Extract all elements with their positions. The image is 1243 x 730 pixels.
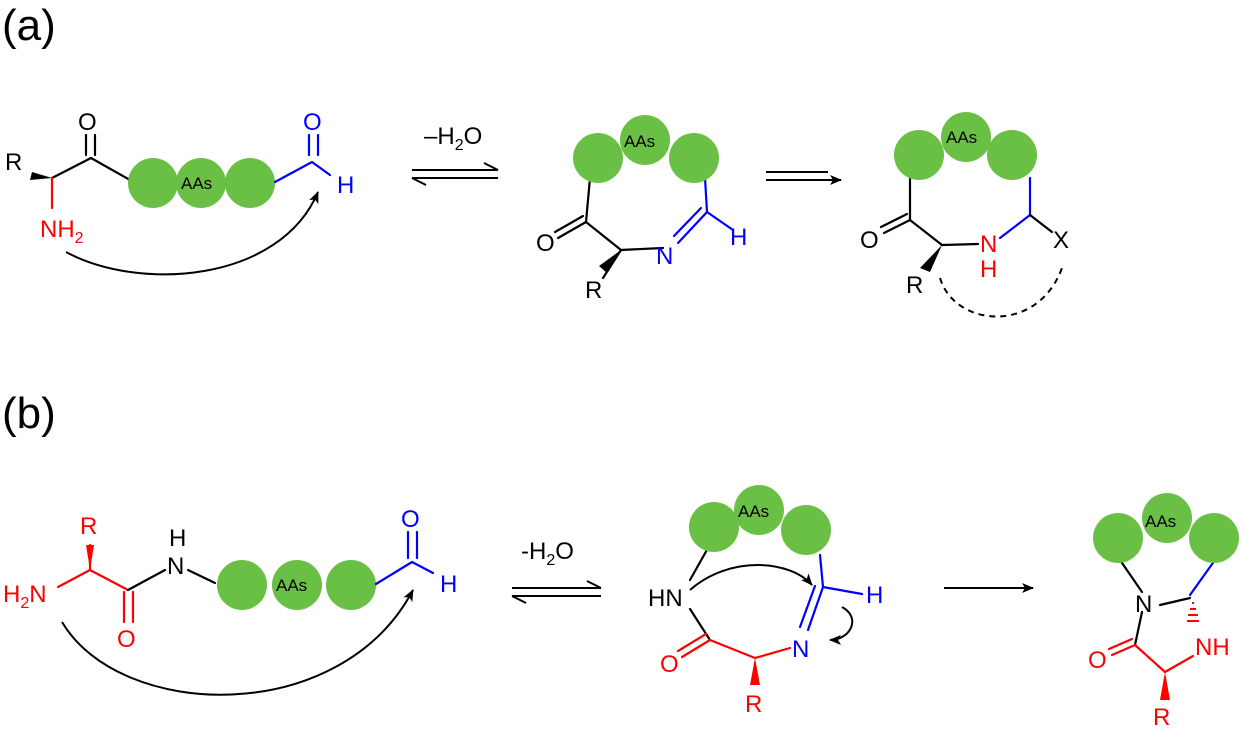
aas-label: AAs xyxy=(181,174,212,193)
aldehyde-hydrogen-label: H xyxy=(337,172,354,199)
panel-a-multistep-arrow xyxy=(766,171,842,185)
panel-a-start-molecule: R O NH2 AAs O H xyxy=(5,109,354,276)
panel-b-equilibrium-arrow: -H2O xyxy=(511,538,602,604)
imine-hydrogen-label: H xyxy=(730,224,747,251)
amine-hydrogen-label: H xyxy=(980,256,997,283)
residue-bead xyxy=(1189,513,1239,563)
imine-nitrogen-label: N xyxy=(792,636,809,663)
r-group-label: R xyxy=(906,272,923,299)
panel-b: (b) R H2N H N O AAs O H xyxy=(2,389,1239,730)
residue-bead xyxy=(573,133,623,183)
imine-hydrogen-label: H xyxy=(866,582,883,609)
residue-bead xyxy=(326,560,376,610)
residue-bead xyxy=(734,485,784,535)
aldehyde-oxygen-label: O xyxy=(401,506,420,533)
panel-a-cyclic-imine: AAs O N H R xyxy=(536,115,747,304)
amide-nitrogen-label: N xyxy=(167,553,184,580)
carbonyl-oxygen-label: O xyxy=(860,227,879,254)
aldehyde-hydrogen-label: H xyxy=(440,571,457,598)
ring-nitrogen-label: N xyxy=(1135,591,1152,618)
imine-nitrogen-label: N xyxy=(656,243,673,270)
aldehyde-oxygen-label: O xyxy=(303,109,322,136)
aas-label: AAs xyxy=(624,132,655,151)
aas-label: AAs xyxy=(738,502,769,521)
r-group-label: R xyxy=(1153,704,1170,730)
r-group-label: R xyxy=(80,513,97,540)
residue-bead xyxy=(941,112,991,162)
panel-b-cyclic-imine: AAs HN H N O R xyxy=(648,485,883,718)
carbonyl-oxygen-label: O xyxy=(117,626,136,653)
amide-nh-label: HN xyxy=(648,585,683,612)
amine-label: NH2 xyxy=(40,216,84,247)
dehydration-condition: -H2O xyxy=(521,538,574,569)
amine-label: H2N xyxy=(3,581,47,612)
carbonyl-oxygen-label: O xyxy=(1088,647,1107,674)
hashed-wedge-bond xyxy=(1187,602,1199,622)
panel-b-product: AAs N NH O R xyxy=(1088,493,1239,730)
amide-attack-arrow xyxy=(689,564,813,591)
panel-a: (a) R O NH2 AAs O H xyxy=(2,1,1069,318)
ring-nh-label: NH xyxy=(1195,634,1230,661)
dehydration-condition: –H2O xyxy=(424,123,482,154)
panel-a-equilibrium-arrow: –H2O xyxy=(411,123,499,186)
amide-hydrogen-label: H xyxy=(169,525,186,552)
r-group-label: R xyxy=(745,691,762,718)
residue-bead xyxy=(894,130,944,180)
residue-bead xyxy=(128,158,178,208)
carbonyl-oxygen-label: O xyxy=(536,230,555,257)
residue-bead xyxy=(1142,493,1192,543)
residue-bead xyxy=(987,130,1037,180)
residue-bead xyxy=(1093,513,1143,563)
residue-bead xyxy=(781,505,831,555)
residue-bead xyxy=(272,560,322,610)
aas-label: AAs xyxy=(1145,512,1176,531)
r-group-label: R xyxy=(585,277,602,304)
proton-shift-arrow xyxy=(829,606,854,645)
panel-b-start-molecule: R H2N H N O AAs O H xyxy=(3,506,457,696)
amine-nitrogen-label: N xyxy=(980,231,997,258)
x-group-label: X xyxy=(1053,227,1069,254)
residue-bead xyxy=(217,560,267,610)
panel-a-product: AAs O N H R X xyxy=(860,112,1069,318)
carbonyl-oxygen-label: O xyxy=(660,651,679,678)
nucleophilic-attack-arrow xyxy=(61,589,414,696)
residue-bead xyxy=(176,158,226,208)
residue-bead xyxy=(689,502,739,552)
panel-b-label: (b) xyxy=(2,389,56,438)
residue-bead xyxy=(620,115,670,165)
carbonyl-oxygen-label: O xyxy=(78,109,97,136)
aas-label: AAs xyxy=(946,128,977,147)
nucleophilic-attack-arrow xyxy=(65,191,319,276)
ring-closure-dashed-arc xyxy=(939,264,1064,318)
panel-a-label: (a) xyxy=(2,1,56,50)
aas-label: AAs xyxy=(276,576,307,595)
r-group-label: R xyxy=(5,149,22,176)
residue-bead xyxy=(225,158,275,208)
residue-bead xyxy=(669,133,719,183)
